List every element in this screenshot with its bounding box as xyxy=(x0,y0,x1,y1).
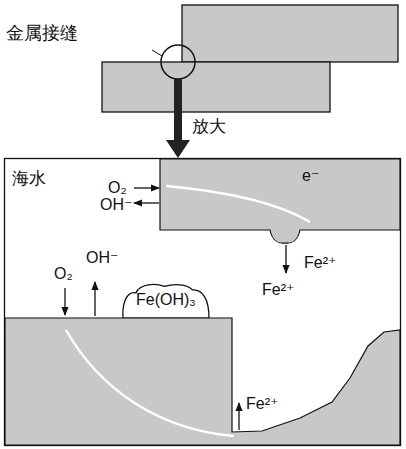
species-label: O₂ xyxy=(54,266,73,282)
oh-arrow xyxy=(94,282,95,316)
species-label: OH⁻ xyxy=(100,197,132,213)
o2-arrow xyxy=(134,187,159,188)
oh-arrow xyxy=(134,202,159,203)
magnify-arrow-shaft xyxy=(174,79,182,141)
species-label: Fe²⁺ xyxy=(304,255,336,271)
upper-plate xyxy=(182,5,398,62)
leader-line xyxy=(152,50,162,56)
species-label: e⁻ xyxy=(302,168,319,184)
magnify-arrow-head xyxy=(166,140,190,158)
species-label: O₂ xyxy=(108,180,127,196)
species-label: OH⁻ xyxy=(86,250,118,266)
species-label: Fe²⁺ xyxy=(246,396,278,412)
node-text: Fe(OH)₃ xyxy=(136,292,196,308)
upper-plate-section xyxy=(160,159,400,243)
electron-path xyxy=(66,330,234,436)
fe-arrow xyxy=(285,245,286,273)
medium-label: 海水 xyxy=(12,170,46,187)
blob-shape xyxy=(123,285,209,318)
lower-plate-section xyxy=(5,318,400,445)
precipitate-blob: Fe(OH)₃ xyxy=(122,282,210,318)
enlarged-frame xyxy=(5,159,401,446)
fe-arrow xyxy=(238,403,239,430)
part-label: 金属接缝 xyxy=(6,24,78,42)
o2-arrow xyxy=(64,288,65,315)
species-label: Fe²⁺ xyxy=(262,282,294,298)
electron-path xyxy=(166,186,310,222)
process-label: 放大 xyxy=(192,118,226,135)
lower-plate xyxy=(102,62,330,112)
joint-circle xyxy=(161,45,195,79)
